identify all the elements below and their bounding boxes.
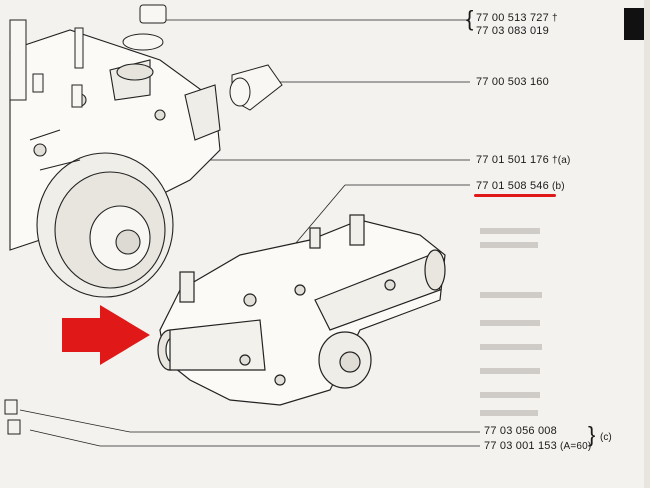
part-number-5-highlighted: 77 01 508 546(b)	[476, 180, 565, 192]
part-number-4: 77 01 501 176†(a)	[476, 154, 571, 166]
water-pump-assembly-top	[9, 29, 221, 298]
red-underline	[474, 194, 556, 197]
water-pump-housing-main	[157, 214, 446, 406]
ghost-text	[480, 228, 542, 416]
group-note-c: (c)	[600, 432, 612, 443]
small-parts-top	[9, 4, 283, 111]
leader-lines	[19, 19, 480, 447]
red-arrow-indicator	[62, 305, 150, 365]
bolts-bottom	[4, 399, 21, 435]
part-number-1: 77 00 513 727†	[476, 12, 558, 24]
page-tab-marker	[624, 8, 644, 40]
part-number-7: 77 03 001 153(A=60)	[484, 440, 592, 452]
brace-group-c: }	[588, 422, 596, 447]
part-number-6: 77 03 056 008	[484, 425, 557, 437]
part-number-2: 77 03 083 019	[476, 25, 549, 37]
brace-group-1: {	[466, 6, 474, 31]
part-number-3: 77 00 503 160	[476, 76, 549, 88]
